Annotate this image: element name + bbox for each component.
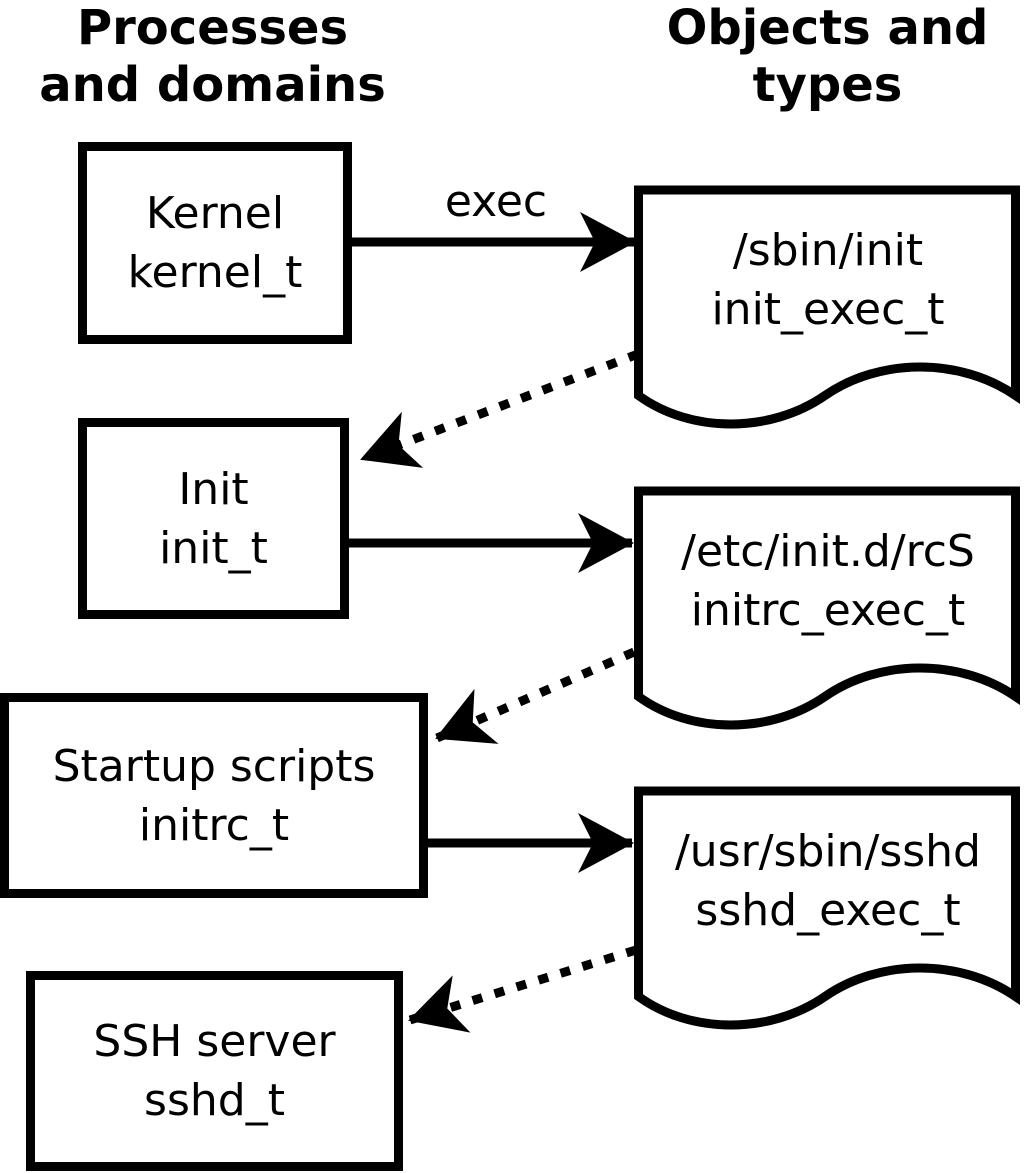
document-shape-sbin-init [634, 185, 1020, 429]
process-box-ssh-server: SSH server sshd_t [26, 971, 403, 1171]
heading-line: types [752, 57, 903, 113]
process-domain-type: kernel_t [127, 247, 303, 298]
process-domain-type: sshd_t [144, 1075, 285, 1126]
process-name: Init [178, 463, 249, 515]
transition-arrow-sshd-to-sshd-t [408, 945, 638, 1033]
object-type: initrc_exec_t [690, 585, 966, 636]
object-label-usr-sbin-sshd: /usr/sbin/sshd sshd_exec_t [640, 822, 1016, 940]
object-label-sbin-init: /sbin/init init_exec_t [640, 221, 1016, 339]
process-box-startup-scripts: Startup scripts initrc_t [0, 693, 428, 898]
transition-arrow-sbin-init-to-init-t [360, 349, 640, 468]
heading-line: and domains [39, 57, 386, 113]
object-type: sshd_exec_t [695, 885, 961, 936]
process-name: Startup scripts [52, 740, 376, 792]
object-path: /usr/sbin/sshd [674, 826, 981, 877]
process-box-init: Init init_t [78, 418, 349, 619]
heading-line: Objects and [666, 0, 989, 56]
column-heading-processes: Processes and domains [0, 0, 425, 114]
document-shape-usr-sbin-sshd [634, 786, 1020, 1030]
process-domain-type: initrc_t [138, 799, 290, 851]
transition-arrow-rcs-to-initrc-t [435, 647, 636, 744]
process-domain-type: init_t [159, 522, 268, 574]
object-type: init_exec_t [711, 284, 945, 335]
process-name: Kernel [145, 188, 285, 239]
column-heading-objects: Objects and types [615, 0, 1024, 114]
exec-arrow-label: exec [444, 176, 548, 227]
process-name: SSH server [93, 1016, 336, 1067]
process-box-kernel: Kernel kernel_t [78, 142, 352, 344]
document-shape-etc-initd-rcs [634, 486, 1020, 730]
object-path: /sbin/init [732, 225, 924, 276]
heading-line: Processes [76, 0, 349, 56]
object-label-etc-initd-rcs: /etc/init.d/rcS initrc_exec_t [640, 522, 1016, 640]
object-path: /etc/init.d/rcS [681, 526, 975, 577]
